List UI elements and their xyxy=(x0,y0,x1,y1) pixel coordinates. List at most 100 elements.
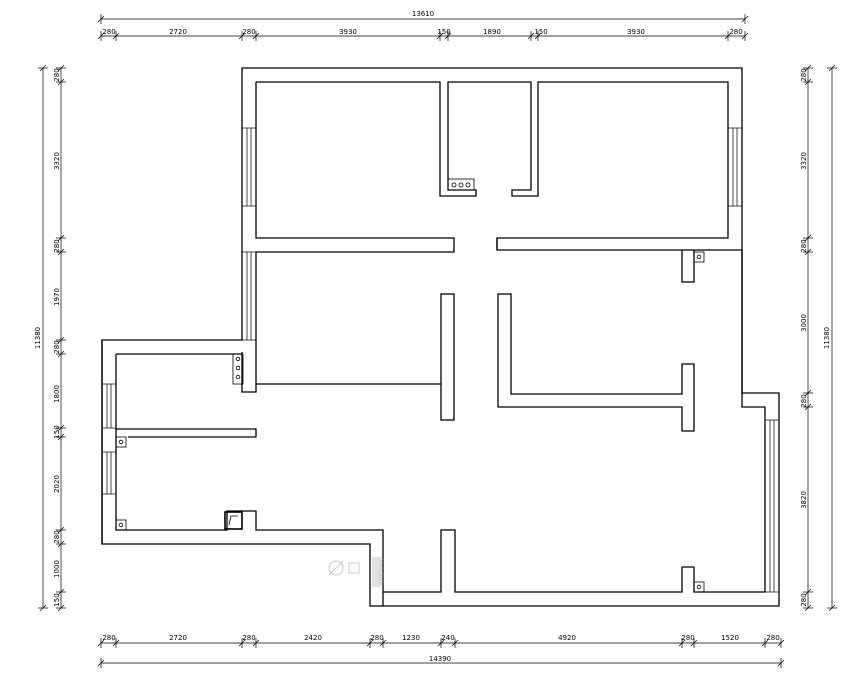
dimension-tick-slash xyxy=(678,639,686,647)
dimension-tick-slash xyxy=(761,639,769,647)
bottom-dim-11: 280 xyxy=(766,634,779,642)
bottom-dim-2: 2720 xyxy=(169,634,187,642)
dimension-tick-slash xyxy=(690,639,698,647)
left-dim-10: 1000 xyxy=(53,560,61,578)
bottom-dimension-lines: 280 2720 280 2420 280 1230 240 4920 280 … xyxy=(97,634,785,668)
dimension-tick-slash xyxy=(804,403,812,411)
left-dim-1: 280 xyxy=(53,68,61,81)
dimension-tick-slash xyxy=(57,526,65,534)
dimension-tick-slash xyxy=(57,588,65,596)
bottom-dim-8: 4920 xyxy=(558,634,576,642)
right-dim-5: 280 xyxy=(800,394,808,407)
top-overall-dim: 13610 xyxy=(412,10,434,18)
dimension-tick-slash xyxy=(804,64,812,72)
top-dim-1: 280 xyxy=(102,28,115,36)
dimension-tick-slash xyxy=(527,32,535,40)
pipe-shaft-bottom xyxy=(693,581,705,593)
top-dim-7: 150 xyxy=(534,28,547,36)
dimension-tick-slash xyxy=(777,639,785,647)
sink-fixture xyxy=(232,353,244,385)
top-dim-3: 280 xyxy=(242,28,255,36)
top-dim-5: 150 xyxy=(437,28,450,36)
bottom-dim-10: 1520 xyxy=(721,634,739,642)
flue-fixture xyxy=(224,511,243,530)
top-dim-4: 3930 xyxy=(339,28,357,36)
left-dim-5: 280 xyxy=(53,340,61,353)
dimension-tick-slash xyxy=(57,424,65,432)
dimension-tick-slash xyxy=(741,32,749,40)
dimension-tick-slash xyxy=(57,540,65,548)
right-dim-2: 3320 xyxy=(800,152,808,170)
bottom-dim-5: 280 xyxy=(370,634,383,642)
watermark-text: SHEJIBE xyxy=(377,558,385,585)
dimension-tick-slash xyxy=(57,350,65,358)
dimension-tick-slash xyxy=(252,32,260,40)
pipe-shaft-left-2 xyxy=(115,519,127,531)
stove-fixture xyxy=(447,178,475,191)
right-dim-3: 280 xyxy=(800,239,808,252)
pipe-shaft-left-1 xyxy=(115,436,127,448)
dimension-tick-slash xyxy=(534,32,542,40)
bottom-overall-dim: 14390 xyxy=(429,655,451,663)
dimension-tick-slash xyxy=(97,639,105,647)
top-dim-2: 2720 xyxy=(169,28,187,36)
top-dim-8: 3930 xyxy=(627,28,645,36)
dimension-tick-slash xyxy=(57,234,65,242)
right-dim-1: 280 xyxy=(800,68,808,81)
left-dim-3: 280 xyxy=(53,239,61,252)
right-overall-dim: 11380 xyxy=(823,327,831,349)
bedroom-partitions xyxy=(255,82,695,340)
dimension-tick-slash xyxy=(444,32,452,40)
dimension-tick-slash xyxy=(436,32,444,40)
dimension-tick-slash xyxy=(804,78,812,86)
window-left-wing-2 xyxy=(101,451,117,495)
dimension-tick-slash xyxy=(804,604,812,612)
right-dim-6: 3820 xyxy=(800,491,808,509)
window-bedroom-left xyxy=(241,127,257,207)
bottom-dim-9: 280 xyxy=(681,634,694,642)
dimension-tick-slash xyxy=(57,336,65,344)
right-dim-4: 3000 xyxy=(800,314,808,332)
dimension-tick-slash xyxy=(238,32,246,40)
dimension-tick-slash xyxy=(57,604,65,612)
dimension-tick-slash xyxy=(437,639,445,647)
left-dim-8: 2020 xyxy=(53,475,61,493)
dimension-tick-slash xyxy=(379,639,387,647)
bottom-dim-7: 240 xyxy=(441,634,454,642)
dimension-tick-slash xyxy=(57,248,65,256)
window-bedroom-right xyxy=(727,127,743,207)
left-dim-7: 150 xyxy=(53,425,61,438)
dimension-tick-slash xyxy=(804,389,812,397)
dimension-tick-slash xyxy=(57,433,65,441)
dimension-tick-slash xyxy=(804,234,812,242)
bottom-dim-3: 280 xyxy=(242,634,255,642)
left-dim-2: 3320 xyxy=(53,152,61,170)
left-dim-11: 150 xyxy=(53,593,61,606)
bottom-dim-6: 1230 xyxy=(402,634,420,642)
dimension-tick-slash xyxy=(112,639,120,647)
dimension-tick-slash xyxy=(724,32,732,40)
top-dimension-lines: 13610 280 2720 280 3930 150 1890 150 393… xyxy=(97,10,749,41)
pipe-shaft-top xyxy=(693,251,705,263)
dimension-tick-slash xyxy=(804,248,812,256)
windows xyxy=(101,127,780,593)
left-wing-walls xyxy=(101,340,384,606)
watermark-logo: SHEJIBE xyxy=(328,557,385,587)
dimension-tick-slash xyxy=(366,639,374,647)
dimension-tick-slash xyxy=(57,64,65,72)
dimension-tick-slash xyxy=(451,639,459,647)
window-left-wing-1 xyxy=(101,383,117,429)
left-dim-4: 1970 xyxy=(53,288,61,306)
window-left-middle xyxy=(241,251,257,341)
dimension-tick-slash xyxy=(238,639,246,647)
bottom-dim-1: 280 xyxy=(102,634,115,642)
dimension-tick-slash xyxy=(804,588,812,596)
fixtures xyxy=(115,178,705,593)
left-dimension-lines: 11380 280 3320 280 1970 280 1800 150 202… xyxy=(34,64,66,612)
right-dim-7: 280 xyxy=(800,593,808,606)
dimension-tick-slash xyxy=(252,639,260,647)
central-partitions xyxy=(241,293,695,432)
left-dim-9: 280 xyxy=(53,530,61,543)
dimension-tick-slash xyxy=(112,32,120,40)
top-dim-6: 1890 xyxy=(483,28,501,36)
